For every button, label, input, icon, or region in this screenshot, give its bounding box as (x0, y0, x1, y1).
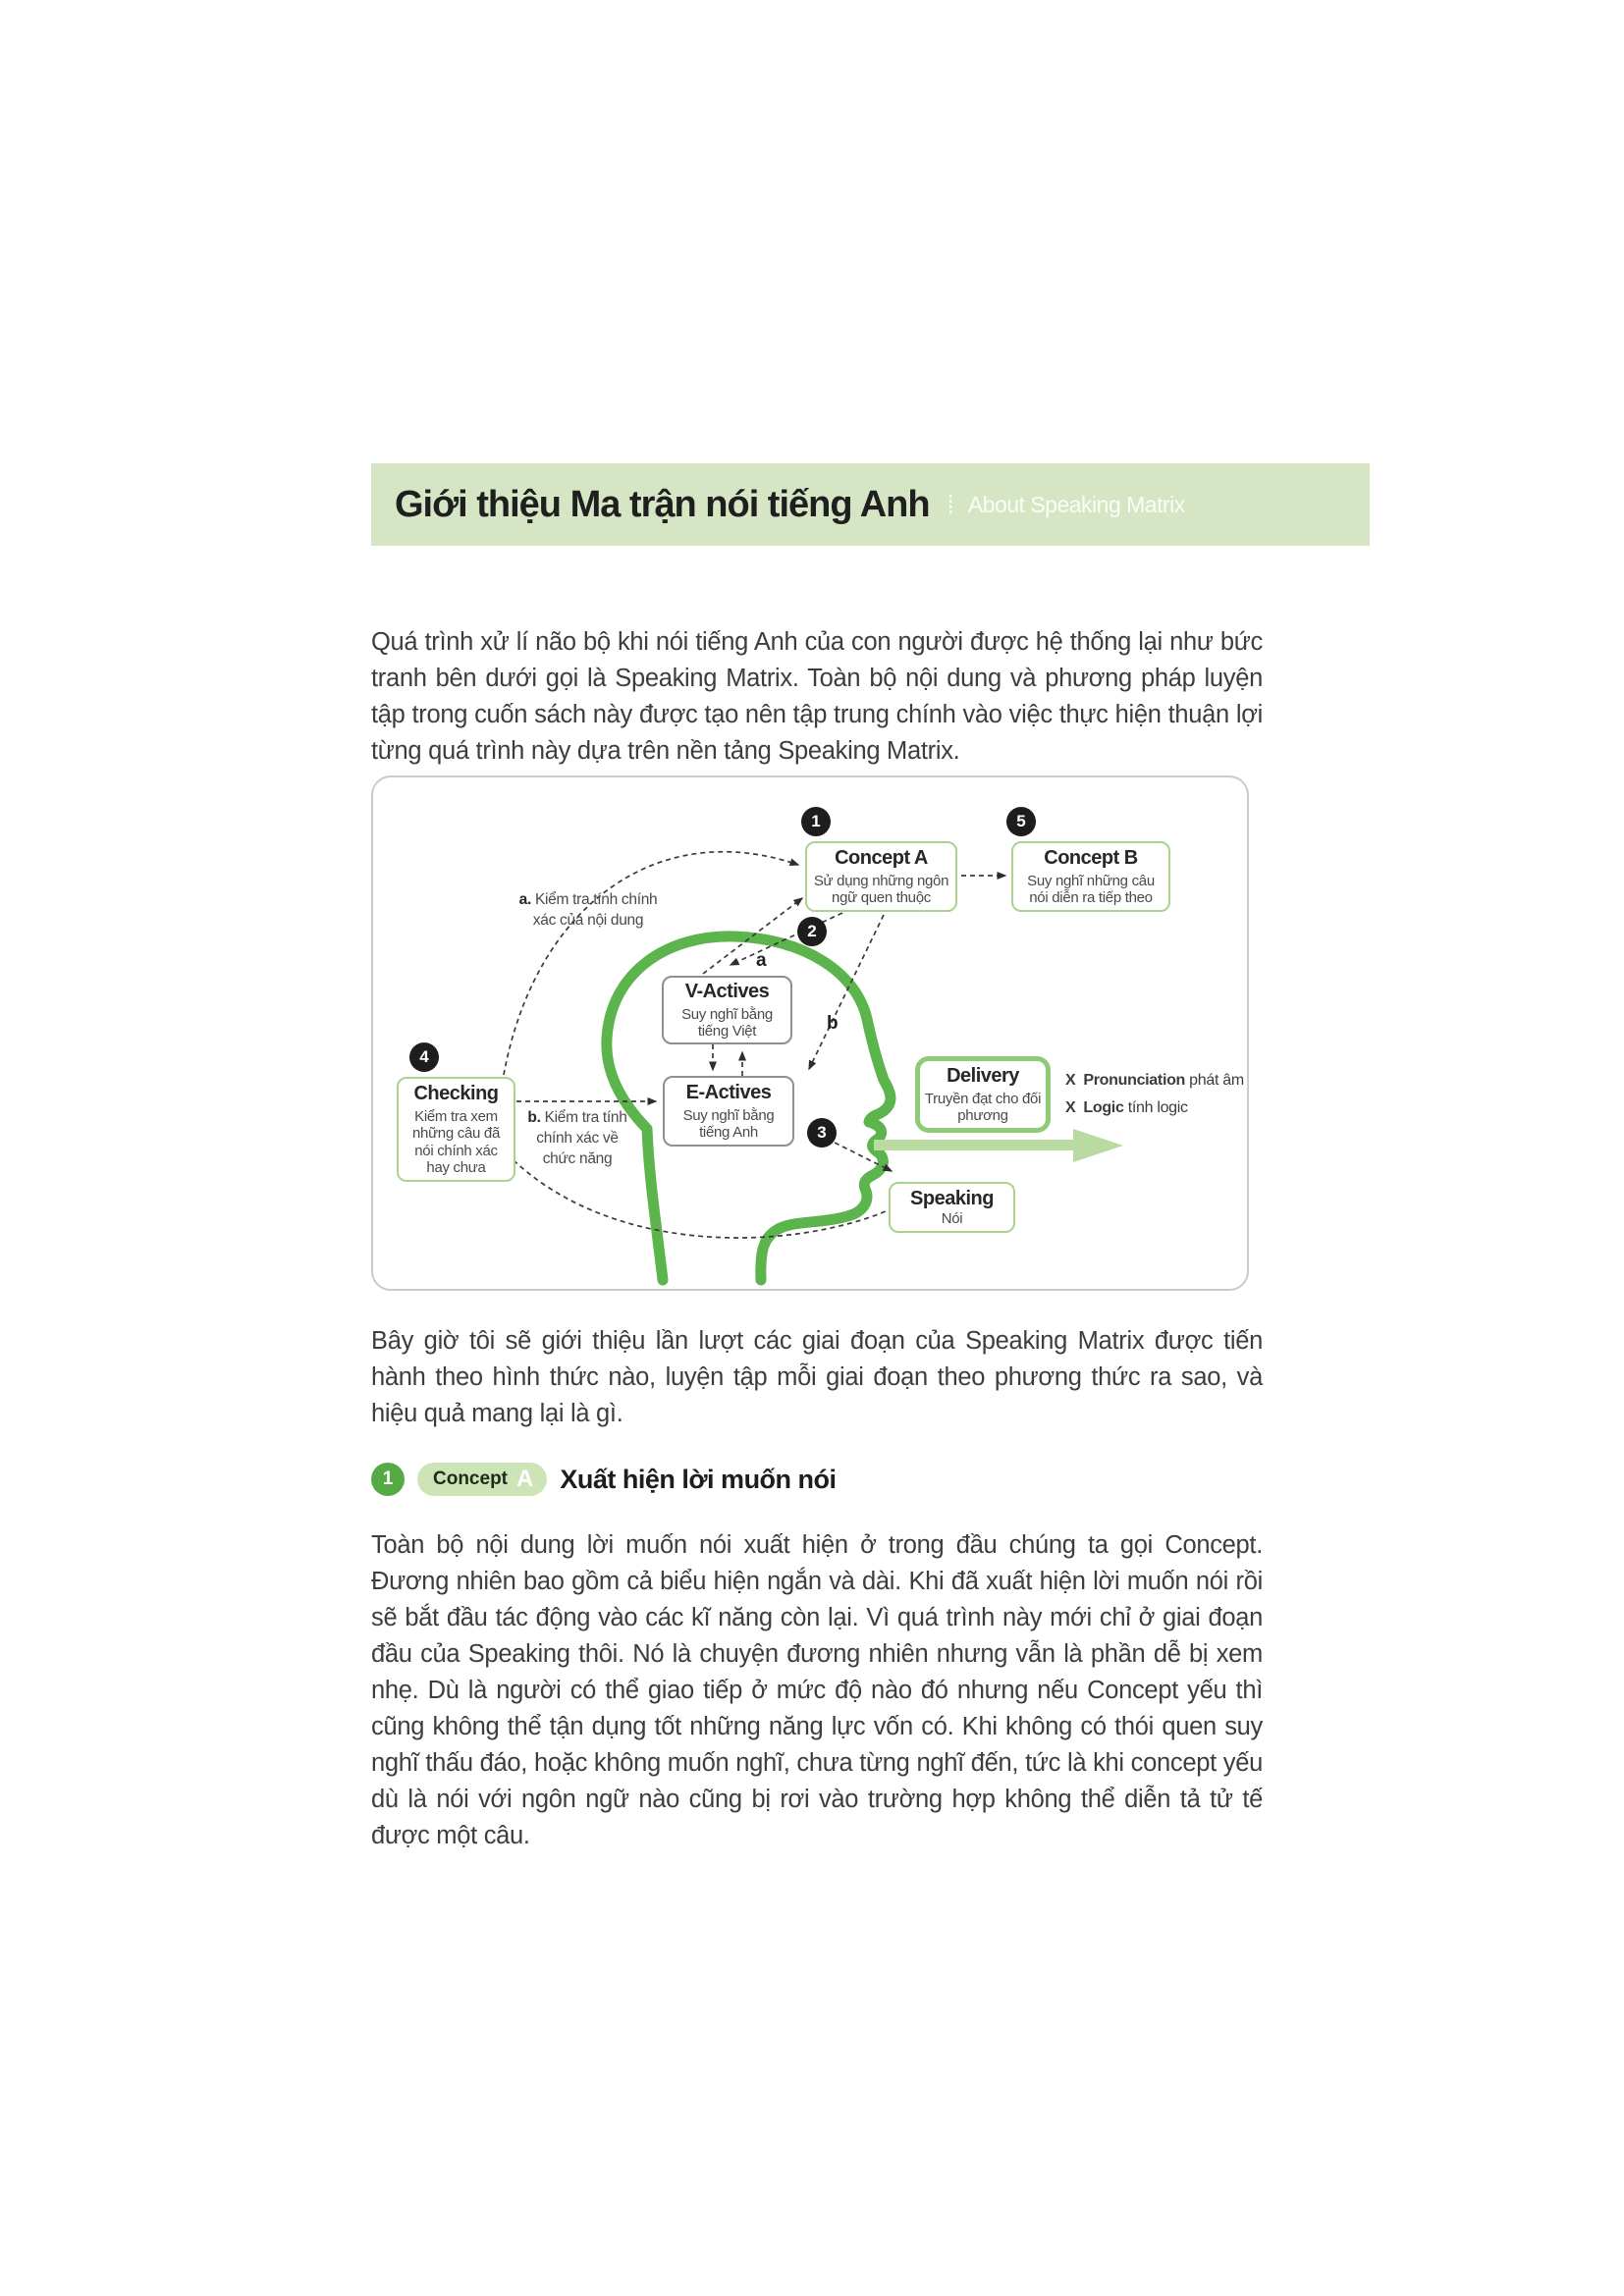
v-actives-box: V-Actives Suy nghĩ bằng tiếng Việt (662, 976, 792, 1044)
delivery-box: Delivery Truyền đạt cho đối phương (915, 1056, 1051, 1133)
note-b: b. Kiểm tra tính chính xác về chức năng (518, 1108, 636, 1170)
checking-box: Checking Kiểm tra xem những câu đã nói c… (397, 1077, 515, 1182)
arrow-concept-a-to-v-actives (729, 912, 843, 966)
pronunciation-vi: phát âm (1185, 1072, 1244, 1089)
chapter-title: Giới thiệu Ma trận nói tiếng Anh (395, 483, 931, 525)
x-mark: X (1065, 1072, 1076, 1089)
concept-a-desc: Sử dụng những ngôn ngữ quen thuộc (813, 872, 949, 906)
v-actives-title: V-Actives (684, 980, 770, 1002)
checking-desc: Kiểm tra xem những câu đã nói chính xác … (411, 1108, 500, 1176)
pronunciation-term: Pronunciation (1083, 1072, 1186, 1089)
checking-title: Checking (413, 1083, 499, 1104)
crossed-pronunciation: X Pronunciation phát âm (1065, 1072, 1244, 1090)
concept-a-title: Concept A (835, 846, 928, 869)
note-a: a. Kiểm tra tính chính xác của nội dung (511, 890, 666, 932)
step-badge-2: 2 (797, 917, 827, 946)
x-mark: X (1065, 1099, 1076, 1116)
diagram-artwork (503, 850, 1123, 1286)
concept-b-desc: Suy nghĩ những câu nói diễn ra tiếp theo (1027, 872, 1155, 906)
step-badge-4: 4 (409, 1042, 439, 1072)
note-a-text: Kiểm tra tính chính xác của nội dung (530, 891, 658, 929)
speaking-desc: Nói (941, 1209, 963, 1227)
logic-term: Logic (1083, 1099, 1124, 1116)
concept-a-box: Concept A Sử dụng những ngôn ngữ quen th… (805, 841, 957, 912)
speaking-box: Speaking Nói (889, 1182, 1015, 1233)
chapter-banner: Giới thiệu Ma trận nói tiếng Anh ⁞ About… (371, 463, 1370, 546)
delivery-desc: Truyền đạt cho đối phương (924, 1090, 1042, 1124)
crossed-logic: X Logic tính logic (1065, 1099, 1188, 1117)
head-profile-icon (601, 931, 896, 1286)
intro-paragraph: Quá trình xử lí não bộ khi nói tiếng Anh… (371, 628, 1263, 765)
speaking-title: Speaking (910, 1187, 994, 1209)
note-b-prefix: b. (527, 1109, 541, 1126)
delivery-direction-arrow (874, 1129, 1123, 1162)
banner-dotted-separator-icon: ⁞ (947, 489, 954, 519)
letter-a-label: a (756, 950, 767, 971)
middle-paragraph: Bây giờ tôi sẽ giới thiệu lần lượt các g… (371, 1327, 1263, 1427)
v-actives-desc: Suy nghĩ bằng tiếng Việt (681, 1005, 773, 1040)
e-actives-desc: Suy nghĩ bằng tiếng Anh (682, 1106, 775, 1141)
section-title: Xuất hiện lời muốn nói (560, 1464, 837, 1494)
arc-checking-to-speaking (513, 1159, 887, 1239)
logic-vi: tính logic (1123, 1099, 1188, 1116)
body-paragraph: Toàn bộ nội dung lời muốn nói xuất hiện … (371, 1531, 1263, 1849)
concept-b-title: Concept B (1044, 846, 1138, 869)
note-a-prefix: a. (518, 891, 532, 908)
step-badge-5: 5 (1006, 807, 1036, 836)
speaking-matrix-diagram: 1 5 2 4 3 Concept A Sử dụng những ngôn n… (371, 775, 1249, 1291)
dashed-connectors (503, 850, 1007, 1239)
letter-b-label: b (827, 1013, 839, 1034)
arrow-mouth-to-speaking (834, 1142, 893, 1172)
badge-letter: A (516, 1466, 534, 1492)
concept-b-box: Concept B Suy nghĩ những câu nói diễn ra… (1011, 841, 1170, 912)
step-badge-1: 1 (801, 807, 831, 836)
step-badge-3: 3 (807, 1118, 837, 1148)
delivery-title: Delivery (947, 1064, 1019, 1087)
arrow-v-actives-to-concept-a (702, 897, 804, 975)
arrow-concept-a-to-e-actives (808, 914, 885, 1071)
section-heading: 1 Concept A Xuất hiện lời muốn nói (371, 1463, 837, 1496)
note-b-text: Kiểm tra tính chính xác về chức năng (536, 1109, 627, 1167)
section-number-badge: 1 (371, 1463, 405, 1496)
chapter-subtitle: About Speaking Matrix (967, 491, 1185, 517)
e-actives-title: E-Actives (685, 1081, 772, 1103)
e-actives-box: E-Actives Suy nghĩ bằng tiếng Anh (663, 1076, 794, 1147)
concept-a-badge: Concept A (417, 1463, 548, 1496)
badge-word: Concept (433, 1468, 508, 1489)
